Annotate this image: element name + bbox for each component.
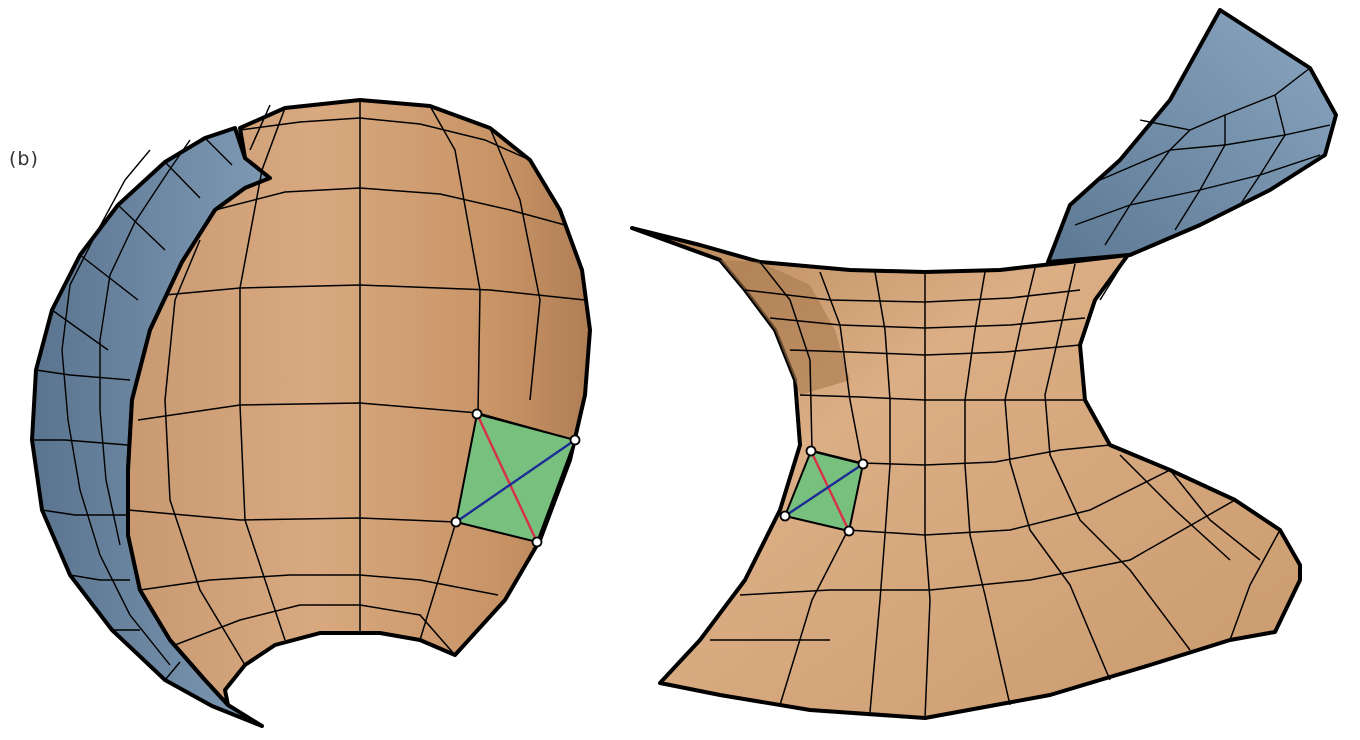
vertex — [471, 408, 483, 420]
vertex — [569, 434, 581, 446]
diagonal-red — [475, 413, 539, 543]
vertex — [857, 458, 869, 470]
saddle-highlight-quad — [779, 445, 869, 537]
vertex — [805, 445, 817, 457]
saddle-back-grid — [1074, 67, 1331, 246]
panel-label: (b) — [9, 148, 39, 170]
vertex — [531, 536, 543, 548]
sphere-highlight-quad — [450, 408, 581, 548]
vertex — [843, 525, 855, 537]
diagonal-blue — [455, 439, 576, 523]
sphere-like-surface — [30, 98, 592, 728]
vertex — [450, 516, 462, 528]
saddle-front-grid — [710, 254, 1281, 719]
saddle-shadow — [720, 260, 850, 395]
vertex — [779, 510, 791, 522]
saddle-like-surface — [630, 8, 1338, 720]
sphere-back-grid — [32, 137, 233, 681]
saddle-back-face — [1046, 8, 1338, 264]
diagonal-red — [809, 450, 851, 532]
diagonal-blue — [784, 463, 864, 517]
